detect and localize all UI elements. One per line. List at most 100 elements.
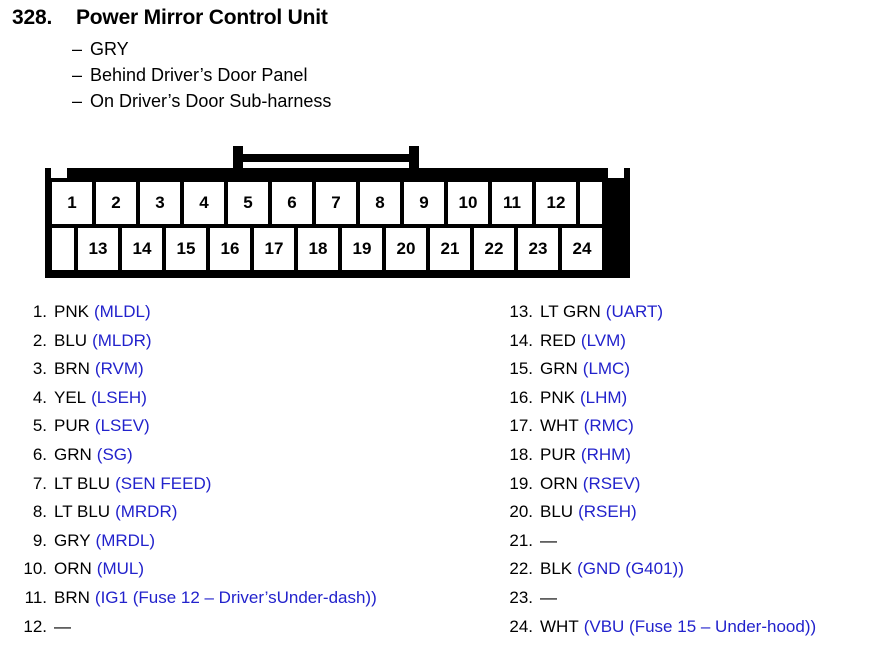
- pin-wire-color: WHT: [540, 616, 579, 636]
- pin-number: 6.: [32, 444, 47, 464]
- latch-post-right: [409, 146, 419, 176]
- pin-number: 2.: [32, 330, 47, 350]
- pin-signal-name: (LHM): [579, 387, 628, 407]
- pin-entry: 19. ORN(RSEV): [500, 474, 894, 503]
- connector-latch-tab: [233, 146, 419, 176]
- pin-number: 19.: [509, 473, 533, 493]
- connector-pin-2: 2: [96, 182, 136, 224]
- pin-signal-name: (SEN FEED): [115, 473, 212, 493]
- connector-pin-21: 21: [430, 228, 470, 270]
- pin-list-left: 1.PNK(MLDL)2.BLU(MLDR)3.BRN(RVM)4.YEL(LS…: [14, 302, 484, 645]
- pin-entry: 18.PUR(RHM): [500, 445, 894, 474]
- pin-wire-color: BRN: [54, 359, 90, 379]
- pin-number: 17.: [509, 416, 533, 436]
- pin-wire-color: BLU: [540, 502, 574, 522]
- pin-wire-color: BRN: [54, 587, 90, 607]
- pin-signal-name: (RSEV): [582, 473, 641, 493]
- pin-signal-name: (VBU (Fuse 15 – Under-hood)): [583, 616, 817, 636]
- pin-number: 9.: [32, 530, 47, 550]
- entry-number: 328.: [12, 6, 53, 29]
- pin-wire-color: PNK: [54, 302, 89, 321]
- subtitle-text: Behind Driver’s Door Panel: [90, 65, 308, 85]
- pin-entry: 1.PNK(MLDL): [14, 302, 484, 331]
- pin-wire-color: GRN: [54, 444, 92, 464]
- pin-entry: 10. ORN(MUL): [14, 559, 484, 588]
- pin-signal-name: (MRDR): [115, 502, 178, 522]
- pin-number: 16.: [509, 387, 533, 407]
- pin-wire-color: YEL: [54, 387, 87, 407]
- subtitle-dash: –: [72, 39, 83, 59]
- pin-wire-color: ORN: [540, 473, 578, 493]
- connector-pin-24: 24: [562, 228, 602, 270]
- connector-pin-13: 13: [78, 228, 118, 270]
- pin-signal-name: (LMC): [582, 359, 630, 379]
- pin-number: 4.: [32, 387, 47, 407]
- page-header: 328. Power Mirror Control Unit –GRY–Behi…: [12, 6, 872, 114]
- connector-pin-9: 9: [404, 182, 444, 224]
- pin-entry: 4. YEL(LSEH): [14, 388, 484, 417]
- pin-signal-name: (SG): [96, 444, 133, 464]
- pin-number: 10.: [23, 559, 47, 579]
- pin-entry: 11.BRN(IG1 (Fuse 12 – Driver’sUnder-dash…: [14, 588, 484, 617]
- pin-entry: 23.—: [500, 588, 894, 617]
- latch-crossbar: [241, 154, 411, 162]
- pin-entry: 21. —: [500, 531, 894, 560]
- pin-wire-color: ORN: [54, 559, 92, 579]
- entry-title: Power Mirror Control Unit: [76, 6, 328, 29]
- subtitle-item: –On Driver’s Door Sub-harness: [72, 88, 872, 114]
- connector-pin-18: 18: [298, 228, 338, 270]
- connector-pin-20: 20: [386, 228, 426, 270]
- connector-pin-11: 11: [492, 182, 532, 224]
- connector-pin-22: 22: [474, 228, 514, 270]
- pin-list-right: 13.LT GRN(UART)14.RED(LVM)15.GRN(LMC)16.…: [500, 302, 894, 645]
- subtitle-item: –Behind Driver’s Door Panel: [72, 62, 872, 88]
- page-title: 328. Power Mirror Control Unit: [12, 6, 872, 30]
- subtitle-text: On Driver’s Door Sub-harness: [90, 91, 332, 111]
- connector-pin-15: 15: [166, 228, 206, 270]
- pin-wire-color: GRY: [54, 530, 91, 550]
- pin-entry: 16. PNK(LHM): [500, 388, 894, 417]
- pin-signal-name: (MRDL): [95, 530, 156, 550]
- connector-pin-6: 6: [272, 182, 312, 224]
- pin-signal-name: (RMC): [583, 416, 634, 436]
- pin-number: 3.: [32, 359, 47, 379]
- pin-wire-color: PNK: [540, 387, 575, 407]
- connector-pin-16: 16: [210, 228, 250, 270]
- pin-wire-color: BLU: [54, 330, 88, 350]
- connector-notch-right: [608, 168, 624, 178]
- pin-number: 24.: [509, 616, 533, 636]
- pin-entry: 3.BRN(RVM): [14, 359, 484, 388]
- pin-signal-name: (LSEH): [91, 387, 147, 407]
- pin-number: 13.: [509, 302, 533, 321]
- pin-wire-color: LT GRN: [540, 302, 601, 321]
- pin-entry: 13. LT GRN(UART): [500, 302, 894, 331]
- pin-entry: 22.BLK(GND (G401)): [500, 559, 894, 588]
- pin-wire-color: WHT: [540, 416, 579, 436]
- pin-wire-color: —: [540, 530, 557, 550]
- pin-wire-color: LT BLU: [54, 502, 111, 522]
- latch-post-left: [233, 146, 243, 176]
- pin-entry: 24. WHT(VBU (Fuse 15 – Under-hood)): [500, 617, 894, 646]
- connector-pin-4: 4: [184, 182, 224, 224]
- pin-entry: 17. WHT(RMC): [500, 416, 894, 445]
- connector-pin-3: 3: [140, 182, 180, 224]
- pin-entry: 20.BLU(RSEH): [500, 502, 894, 531]
- pin-number: 7.: [32, 473, 47, 493]
- pin-number: 20.: [509, 502, 533, 522]
- pin-signal-name: (MUL): [96, 559, 144, 579]
- subtitle-dash: –: [72, 65, 83, 85]
- pin-entry: 14.RED(LVM): [500, 331, 894, 360]
- pin-wire-color: —: [54, 616, 71, 636]
- pin-wire-color: PUR: [54, 416, 90, 436]
- pin-number: 21.: [509, 530, 533, 550]
- pin-signal-name: (UART): [605, 302, 664, 321]
- pin-wire-color: BLK: [540, 559, 573, 579]
- pin-number: 11.: [24, 587, 47, 607]
- subtitle-text: GRY: [90, 39, 129, 59]
- pin-entry: 7.LT BLU(SEN FEED): [14, 474, 484, 503]
- connector-pin-10: 10: [448, 182, 488, 224]
- pin-signal-name: (GND (G401)): [577, 559, 684, 579]
